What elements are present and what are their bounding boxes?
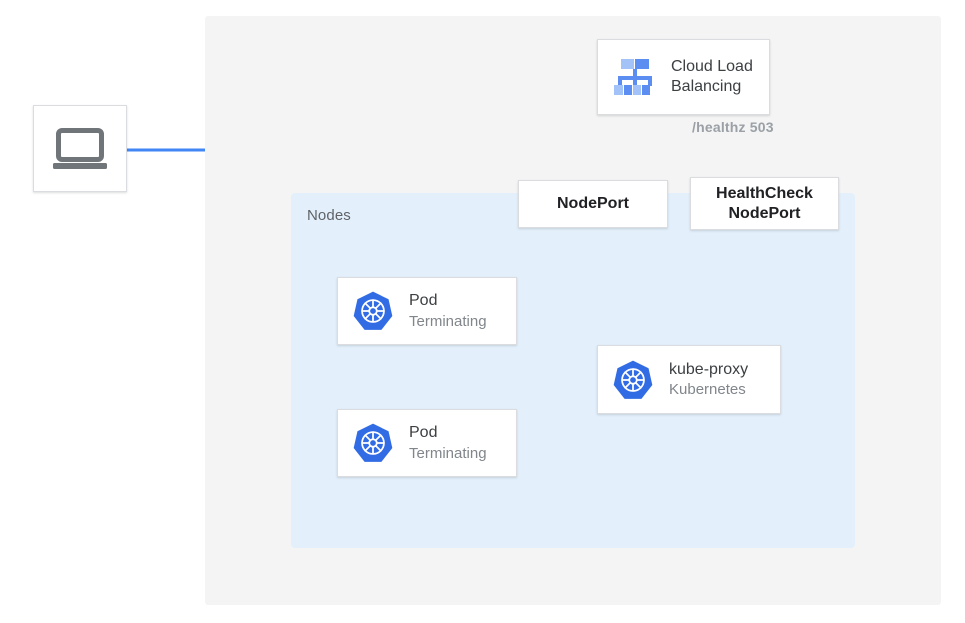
client-node[interactable] xyxy=(33,105,127,192)
nodeport-node[interactable]: NodePort xyxy=(518,180,668,228)
kubernetes-icon xyxy=(612,359,654,401)
pod-2-status: Terminating xyxy=(409,444,487,462)
healthcheck-nodeport-node[interactable]: HealthCheck NodePort xyxy=(690,177,839,230)
pod-node-2[interactable]: Pod Terminating xyxy=(337,409,517,477)
kubernetes-icon xyxy=(352,422,394,464)
pod-2-labels: Pod Terminating xyxy=(409,423,487,463)
kube-proxy-node[interactable]: kube-proxy Kubernetes xyxy=(597,345,781,414)
kube-proxy-title: kube-proxy xyxy=(669,360,749,378)
healthcheck-nodeport-label-line1: HealthCheck xyxy=(716,184,813,202)
cloud-load-balancing-icon xyxy=(612,56,658,98)
pod-1-status: Terminating xyxy=(409,312,487,330)
pod-1-labels: Pod Terminating xyxy=(409,291,487,331)
nodeport-label: NodePort xyxy=(557,195,629,212)
cloud-load-balancing-title-line1: Cloud Load xyxy=(671,57,753,75)
kube-proxy-subtitle: Kubernetes xyxy=(669,381,746,399)
cloud-load-balancing-title-line2: Balancing xyxy=(671,78,742,95)
pod-node-1[interactable]: Pod Terminating xyxy=(337,277,517,345)
kubernetes-icon xyxy=(352,290,394,332)
kube-proxy-labels: kube-proxy Kubernetes xyxy=(669,360,748,400)
cloud-load-balancing-labels: Cloud Load Balancing xyxy=(671,57,753,98)
healthcheck-nodeport-label-line2: NodePort xyxy=(728,204,801,222)
healthcheck-nodeport-labels: HealthCheck NodePort xyxy=(716,184,813,224)
pod-1-title: Pod xyxy=(409,292,438,310)
pod-2-title: Pod xyxy=(409,424,438,442)
laptop-icon xyxy=(52,127,108,171)
healthz-503-label: /healthz 503 xyxy=(692,119,774,135)
cloud-load-balancing-node[interactable]: Cloud Load Balancing xyxy=(597,39,770,115)
nodes-group-label: Nodes xyxy=(307,207,351,224)
